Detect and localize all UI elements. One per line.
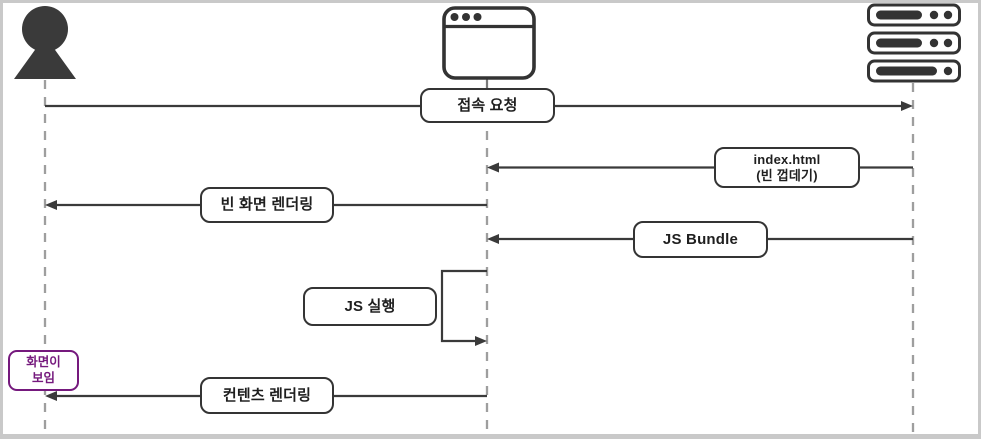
message-label-text: index.html [753,151,821,167]
person-icon [14,6,76,79]
arrowhead-to-user [45,200,57,210]
message-label-index-html: index.html (빈 껍데기) [714,147,860,188]
message-label-text: JS 실행 [344,297,396,315]
message-label-text: 접속 요청 [457,96,518,114]
message-sublabel-text: (빈 껍데기) [756,167,818,183]
message-label-js-execute: JS 실행 [303,287,437,326]
message-label-text: 컨텐츠 렌더링 [222,386,312,404]
note-screen-visible: 화면이 보임 [8,350,79,391]
note-line-2: 보임 [31,370,55,385]
note-line-1: 화면이 [26,354,61,369]
message-label-text: JS Bundle [662,230,739,248]
arrowhead-self-loop [475,336,487,346]
message-label-js-bundle: JS Bundle [633,221,768,258]
arrowhead-to-browser [487,162,499,173]
server-stack-icon [867,3,961,83]
arrow-js-execute-self-loop [440,269,487,343]
arrowhead-to-browser [487,234,499,244]
arrowhead-to-server [901,101,913,111]
browser-window-icon [442,6,536,80]
arrowhead-to-user [45,391,57,401]
message-label-connect-request: 접속 요청 [420,88,555,123]
message-label-content-render: 컨텐츠 렌더링 [200,377,334,414]
message-label-text: 빈 화면 렌더링 [220,196,314,213]
message-label-empty-screen-render: 빈 화면 렌더링 [200,187,334,223]
